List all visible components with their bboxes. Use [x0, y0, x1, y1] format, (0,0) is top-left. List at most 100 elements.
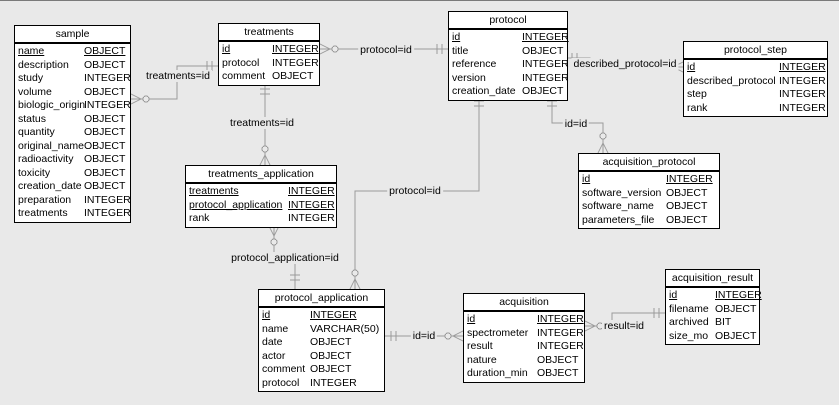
connector-acquisition-acquisition_result	[584, 308, 665, 332]
relationship-label-protocol-protocol_application: protocol=id	[387, 185, 443, 197]
relationship-label-treatments-protocol: protocol=id	[358, 44, 414, 56]
field-type: OBJECT	[310, 363, 352, 375]
relationship-label-sample-treatments: treatments=id	[144, 70, 212, 82]
entity-field-row: software_version OBJECT	[579, 187, 719, 201]
entity-field-row: id INTEGER	[464, 313, 584, 327]
field-type: OBJECT	[84, 85, 126, 98]
field-type: OBJECT	[537, 367, 579, 379]
field-name: comment	[262, 363, 306, 375]
field-type: INTEGER	[522, 58, 569, 70]
field-type: INTEGER	[715, 289, 762, 301]
field-name: rank	[687, 101, 708, 114]
field-name: parameters_file	[582, 213, 655, 226]
field-name: duration_min	[467, 367, 528, 379]
field-name: date	[262, 336, 283, 348]
field-name: preparation	[18, 193, 72, 206]
field-type: INTEGER	[779, 74, 826, 87]
field-name: radioactivity	[18, 153, 74, 165]
field-type: INTEGER	[288, 185, 335, 197]
field-name: study	[18, 72, 44, 84]
field-name: version	[452, 71, 486, 84]
relationship-label-protocol-acquisition_protocol: id=id	[562, 118, 590, 130]
entity-title: acquisition_protocol	[579, 154, 719, 172]
entity-title: protocol_step	[684, 42, 827, 60]
field-name: archived	[669, 316, 709, 328]
field-type: OBJECT	[84, 126, 126, 138]
field-name: protocol_application	[189, 198, 283, 211]
field-name: volume	[18, 85, 52, 98]
field-type: INTEGER	[84, 193, 131, 206]
field-type: INTEGER	[310, 376, 357, 389]
field-name: spectrometer	[467, 326, 529, 339]
field-type: OBJECT	[666, 186, 708, 199]
field-name: toxicity	[18, 166, 51, 179]
field-type: OBJECT	[84, 180, 126, 192]
field-type: INTEGER	[779, 101, 826, 114]
field-type: INTEGER	[779, 88, 826, 100]
relationship-label-treatments_application-protocol_application: protocol_application=id	[229, 252, 341, 264]
field-name: name	[262, 322, 289, 335]
field-type: INTEGER	[522, 71, 569, 84]
field-type: INTEGER	[537, 326, 584, 339]
entity-title: sample	[15, 26, 130, 44]
field-name: title	[452, 44, 469, 57]
entity-title: treatments_application	[186, 166, 336, 184]
field-type: OBJECT	[715, 302, 757, 315]
field-name: protocol	[222, 56, 260, 69]
field-type: INTEGER	[779, 61, 826, 73]
field-name: id	[687, 61, 696, 73]
field-name: id	[467, 313, 476, 325]
field-type: INTEGER	[272, 56, 319, 69]
field-name: id	[452, 31, 461, 43]
relationship-label-protocol-protocol_step: described_protocol=id	[571, 58, 679, 70]
field-name: software_name	[582, 200, 654, 212]
entity-field-row: protocol INTEGER	[219, 57, 319, 71]
field-name: quantity	[18, 126, 55, 138]
relationship-label-acquisition-acquisition_result: result=id	[602, 320, 646, 332]
entity-field-row: volume OBJECT	[15, 86, 130, 100]
entity-title: acquisition_result	[666, 270, 759, 288]
field-name: name	[18, 45, 45, 57]
field-type: OBJECT	[666, 213, 708, 226]
field-type: OBJECT	[310, 349, 352, 362]
field-type: INTEGER	[537, 313, 584, 325]
field-name: software_version	[582, 186, 662, 199]
field-name: size_mo	[669, 329, 709, 342]
entity-field-row: spectrometer INTEGER	[464, 327, 584, 341]
